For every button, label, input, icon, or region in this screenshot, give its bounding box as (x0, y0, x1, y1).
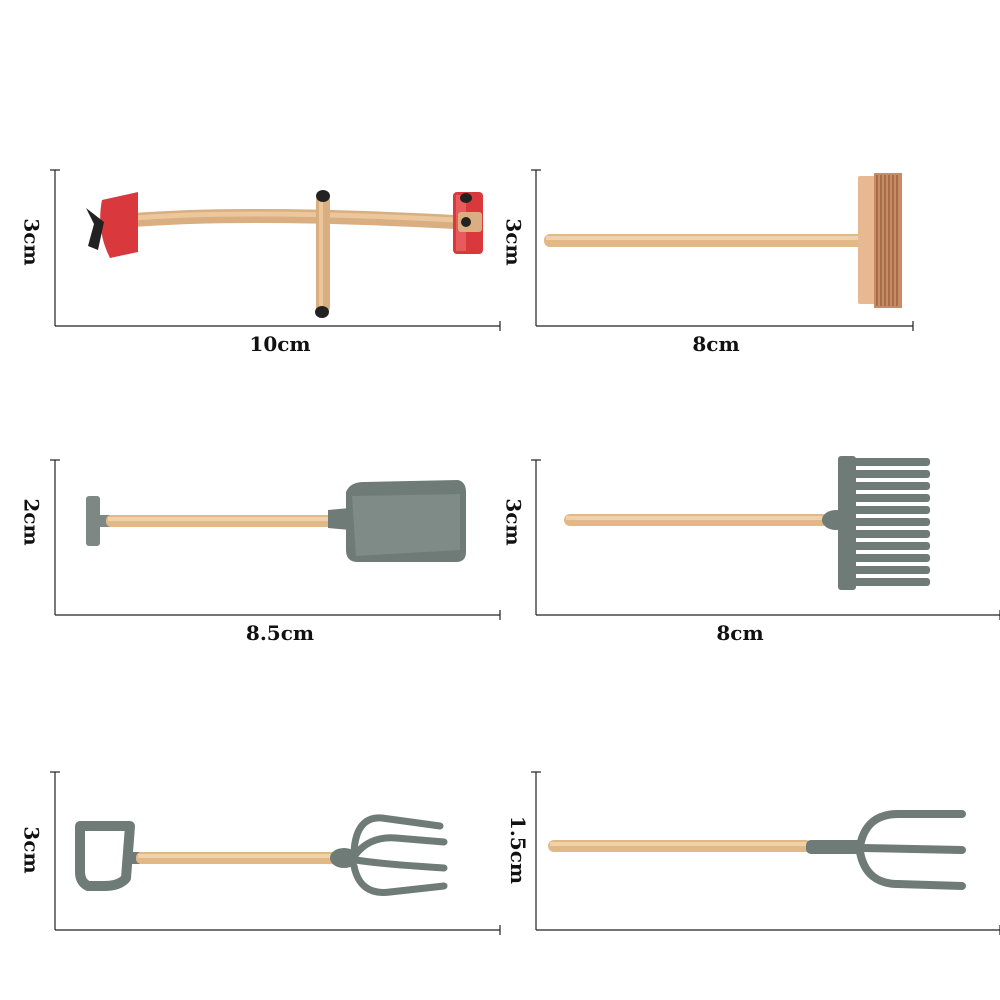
height-label: 1.5cm (506, 815, 531, 885)
height-label: 3cm (501, 498, 526, 546)
shovel-grip (86, 496, 100, 546)
pitchfork-grip (75, 821, 135, 891)
height-label: 3cm (501, 218, 526, 266)
width-label: 8cm (716, 621, 764, 645)
panel-hay-fork: 1.5cm (500, 660, 1000, 1000)
height-label: 3cm (19, 826, 44, 874)
panel-rake: 3cm 8cm (500, 360, 1000, 660)
shovel-illustration (50, 459, 501, 620)
rake-head (838, 456, 856, 590)
width-label: 8.5cm (245, 621, 315, 645)
panel-pitchfork: 3cm (0, 660, 501, 1000)
panel-weed-trimmer: 3cm 10cm (0, 0, 501, 360)
pitchfork-tines (350, 814, 448, 896)
broom-bristles (874, 173, 902, 308)
broom-head (858, 176, 876, 304)
broom-handle (544, 234, 866, 247)
weed-trimmer-illustration (50, 169, 501, 331)
width-label: 8cm (692, 332, 740, 356)
rake-illustration (531, 456, 1000, 620)
trimmer-guard (100, 192, 138, 258)
height-label: 3cm (19, 218, 44, 266)
width-label: 10cm (249, 332, 311, 356)
height-label: 2cm (19, 498, 44, 546)
hay-fork-tines (856, 810, 966, 890)
hay-fork-illustration (531, 771, 1000, 935)
rake-tines (852, 458, 930, 586)
panel-shovel: 2cm 8.5cm (0, 360, 501, 660)
broom-illustration (531, 169, 914, 331)
panel-broom: 3cm 8cm (500, 0, 1000, 360)
pitchfork-illustration (50, 771, 501, 935)
